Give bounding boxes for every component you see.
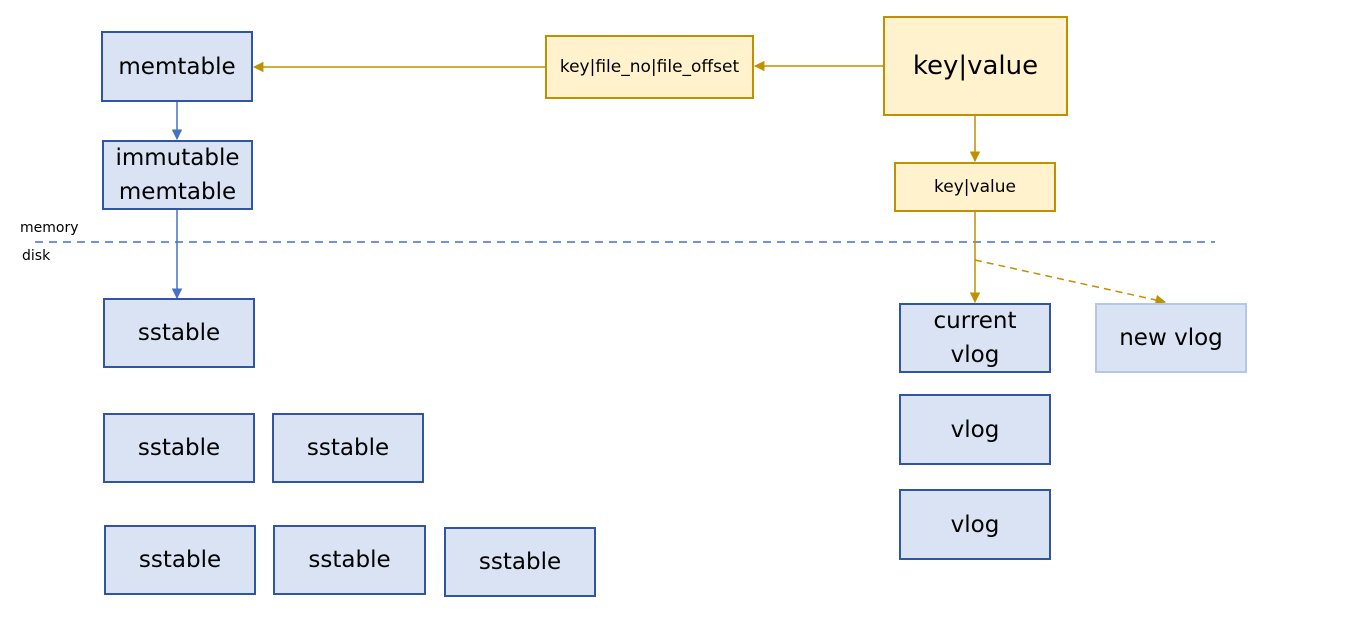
sstable-level2-c: sstable	[444, 527, 596, 597]
sstable-level1-b: sstable	[272, 413, 424, 483]
sstable-text: sstable	[137, 435, 221, 461]
memtable-text: memtable	[118, 179, 237, 205]
index-record-box: key|file_no|file_offset	[545, 35, 754, 99]
immutable-text: immutable	[115, 145, 240, 171]
disk-label: disk	[22, 248, 51, 264]
sstable-text: sstable	[138, 547, 222, 573]
sstable-text: sstable	[478, 549, 562, 575]
vlog-text: vlog	[950, 416, 1000, 443]
vlog-text: vlog	[950, 511, 1000, 538]
key-value-write-box: key|value	[894, 162, 1056, 212]
key-value-text: key|value	[934, 177, 1016, 197]
vlog-text: vlog	[950, 342, 1000, 368]
index-record-text: key|file_no|file_offset	[559, 57, 740, 77]
memory-label: memory	[20, 220, 79, 236]
immutable-memtable-box: immutable memtable	[102, 140, 253, 210]
key-value-input-box: key|value	[883, 16, 1068, 116]
vlog-box-2: vlog	[899, 489, 1051, 560]
new-vlog-box: new vlog	[1095, 303, 1247, 373]
sstable-text: sstable	[137, 320, 221, 346]
new-vlog-text: new vlog	[1119, 325, 1223, 351]
sstable-text: sstable	[308, 547, 391, 573]
sstable-text: sstable	[306, 435, 390, 461]
memtable-text: memtable	[118, 53, 236, 80]
current-vlog-box: current vlog	[899, 303, 1051, 373]
memtable-box: memtable	[101, 31, 253, 102]
sstable-level2-a: sstable	[104, 525, 256, 595]
key-value-text: key|value	[912, 51, 1039, 81]
sstable-level0: sstable	[103, 298, 255, 368]
current-text: current	[933, 308, 1017, 334]
sstable-level1-a: sstable	[103, 413, 255, 483]
arrow-to-new-vlog	[974, 259, 1167, 306]
sstable-level2-b: sstable	[273, 525, 426, 595]
vlog-box-1: vlog	[899, 394, 1051, 465]
